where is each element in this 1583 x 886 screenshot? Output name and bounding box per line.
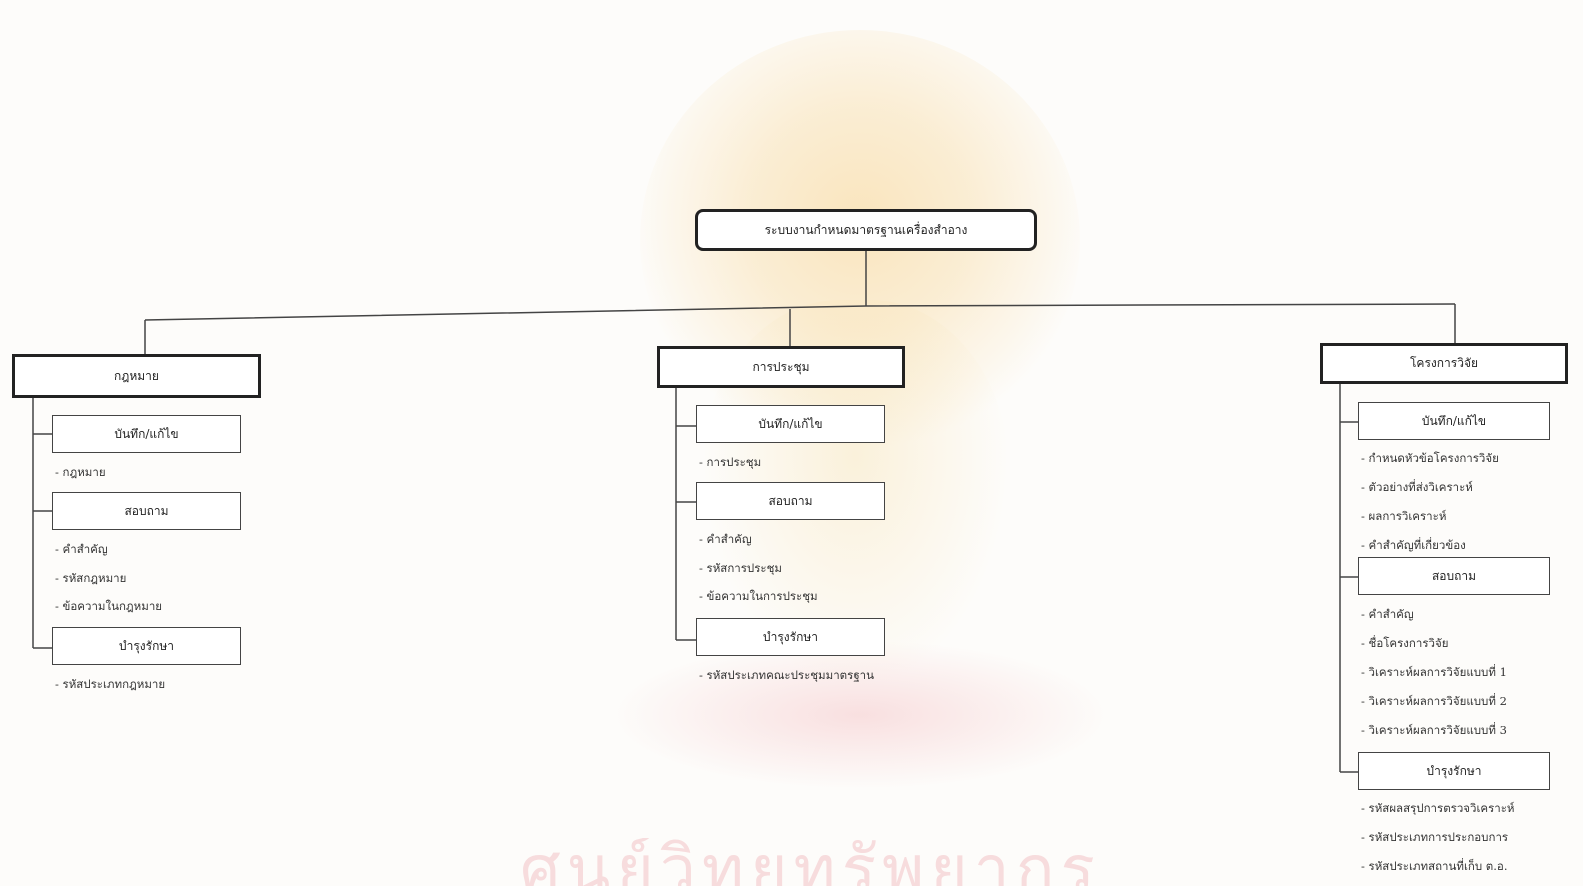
list-item: - รหัสประเภทกฎหมาย — [55, 677, 166, 691]
branch-law: กฎหมาย — [12, 354, 261, 398]
law-query-box: สอบถาม — [52, 492, 241, 530]
list-item: - รหัสประเภทคณะประชุมมาตรฐาน — [699, 668, 874, 682]
list-item: - ตัวอย่างที่ส่งวิเคราะห์ — [1361, 480, 1473, 494]
list-item: - คำสำคัญ — [55, 542, 108, 556]
list-item: - ข้อความในกฎหมาย — [55, 599, 163, 613]
branch-research: โครงการวิจัย — [1320, 343, 1568, 384]
list-item: - การประชุม — [699, 455, 762, 469]
list-item: - วิเคราะห์ผลการวิจัยแบบที่ 2 — [1361, 694, 1507, 708]
list-item: - รหัสประเภทการประกอบการ — [1361, 830, 1509, 844]
research-record-edit-box: บันทึก/แก้ไข — [1358, 402, 1550, 440]
meeting-maintenance-box: บำรุงรักษา — [696, 618, 885, 656]
law-record-edit-box: บันทึก/แก้ไข — [52, 415, 241, 453]
law-maintenance-box: บำรุงรักษา — [52, 627, 241, 665]
list-item: - รหัสประเภทสถานที่เก็บ ต.อ. — [1361, 859, 1508, 873]
list-item: - รหัสการประชุม — [699, 561, 782, 575]
list-item: - คำสำคัญ — [699, 532, 752, 546]
list-item: - รหัสผลสรุปการตรวจวิเคราะห์ — [1361, 801, 1515, 815]
root-node: ระบบงานกำหนดมาตรฐานเครื่องสำอาง — [695, 209, 1037, 251]
list-item: - ชื่อโครงการวิจัย — [1361, 636, 1449, 650]
list-item: - คำสำคัญ — [1361, 607, 1414, 621]
research-query-box: สอบถาม — [1358, 557, 1550, 595]
list-item: - วิเคราะห์ผลการวิจัยแบบที่ 3 — [1361, 723, 1507, 737]
list-item: - คำสำคัญที่เกี่ยวข้อง — [1361, 538, 1466, 552]
meeting-record-edit-box: บันทึก/แก้ไข — [696, 405, 885, 443]
research-maintenance-box: บำรุงรักษา — [1358, 752, 1550, 790]
branch-meeting: การประชุม — [657, 346, 905, 388]
meeting-query-box: สอบถาม — [696, 482, 885, 520]
list-item: - วิเคราะห์ผลการวิจัยแบบที่ 1 — [1361, 665, 1507, 679]
list-item: - กฎหมาย — [55, 465, 106, 479]
list-item: - ผลการวิเคราะห์ — [1361, 509, 1447, 523]
list-item: - กำหนดหัวข้อโครงการวิจัย — [1361, 451, 1499, 465]
list-item: - ข้อความในการประชุม — [699, 589, 818, 603]
list-item: - รหัสกฎหมาย — [55, 571, 127, 585]
